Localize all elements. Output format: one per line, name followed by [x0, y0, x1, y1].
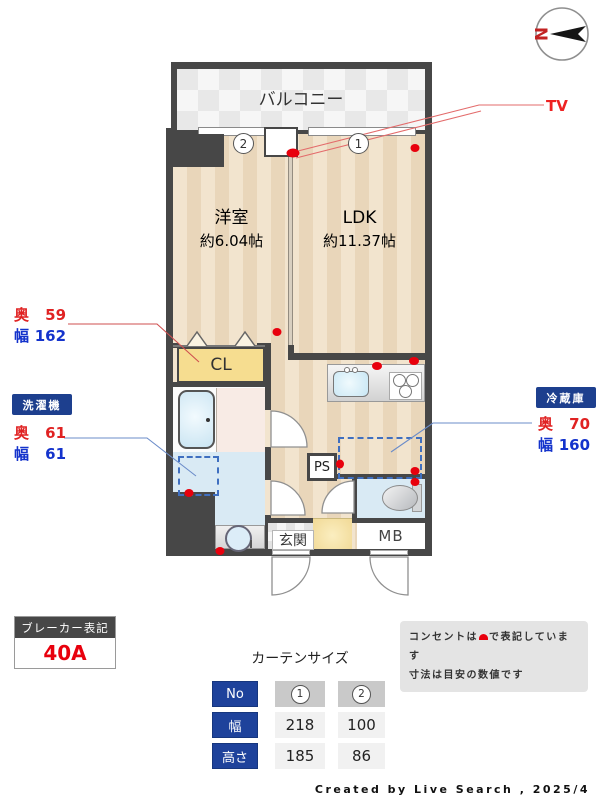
table-cell-width-1: 218 [275, 712, 325, 738]
bathtub-drain-icon [206, 418, 210, 422]
washer-depth-label: 奥 [14, 424, 31, 442]
compass-north-icon: N [530, 7, 589, 61]
tv-label: TV [546, 97, 568, 115]
closet-depth-label: 奥 [14, 306, 31, 324]
room-western-name: 洋室 [214, 208, 249, 228]
circled-number-2: 2 [352, 684, 371, 704]
wall-mb-top [352, 518, 432, 523]
fridge-width-label: 幅 [538, 436, 555, 454]
fridge-depth-value: 70 [569, 415, 591, 433]
kitchen-faucet-icon-2 [352, 367, 358, 373]
washbasin-sink [225, 525, 252, 552]
washing-machine-space [178, 456, 219, 496]
window-1-number: 1 [348, 133, 369, 154]
legend-note: コンセントはで表記しています 寸法は目安の数値です [400, 621, 588, 692]
washer-dimensions: 奥 61 幅 61 [14, 423, 66, 465]
wall-left [166, 128, 173, 556]
refrigerator-space [338, 437, 422, 479]
window-2-number: 2 [233, 133, 254, 154]
room-western-label: 洋室 約6.04帖 [175, 206, 288, 252]
closet-depth-value: 59 [45, 306, 67, 324]
credit-text: Created by Live Search , 2025/4 [314, 783, 590, 796]
compass-letter: N [530, 27, 550, 41]
wall-hall-1 [265, 343, 271, 410]
kitchen-faucet-icon [344, 367, 350, 373]
wall-balcony-left [171, 62, 177, 135]
table-header-height: 高さ [212, 743, 258, 769]
wall-entrance-top [265, 518, 313, 523]
entrance-threshold [272, 550, 310, 555]
fridge-width-value: 160 [558, 436, 591, 454]
wall-top [171, 62, 432, 69]
wall-pillar-topleft [173, 134, 224, 167]
curtain-size-title: カーテンサイズ [251, 651, 349, 667]
legend-note-line1: コンセントはで表記しています [409, 628, 579, 666]
entrance-step [313, 518, 352, 549]
closet-width-value: 162 [34, 327, 67, 345]
wall-hall-2 [265, 447, 271, 480]
washer-width-label: 幅 [14, 445, 31, 463]
pipe-space-box: PS [307, 453, 337, 481]
room-ldk-size: 約11.37帖 [323, 231, 396, 250]
room-ldk-name: LDK [342, 208, 377, 228]
table-row-height: 高さ 185 86 [212, 743, 385, 769]
breaker-title: ブレーカー表記 [15, 617, 115, 638]
outlet-legend-icon [479, 634, 488, 640]
washer-badge: 洗濯機 [12, 394, 72, 415]
wall-pillar-box [264, 127, 298, 157]
toilet [382, 485, 418, 511]
wall-kitchen-step [288, 345, 294, 359]
door-arc-meter-box [369, 556, 409, 596]
mb-threshold [370, 550, 408, 555]
wall-toilet-top [337, 474, 432, 479]
door-arc-entrance [271, 556, 311, 596]
balcony-label: バルコニー [258, 89, 344, 110]
wall-kitchen [288, 353, 425, 360]
room-western-size: 約6.04帖 [199, 231, 264, 250]
partition-western-ldk [288, 157, 293, 345]
washbasin-faucet-icon [250, 540, 252, 548]
closet-width-label: 幅 [14, 327, 31, 345]
wall-right [425, 62, 432, 556]
closet-label: CL [210, 355, 232, 375]
table-cell-height-2: 86 [338, 743, 385, 769]
wall-cl-bottom [166, 382, 271, 387]
table-header-no: No [212, 681, 258, 707]
fridge-badge: 冷蔵庫 [536, 387, 596, 408]
wall-pillar-bottomleft [173, 492, 215, 549]
note-line1-after: で表記しています [409, 632, 570, 662]
note-line1-before: コンセントは [409, 632, 478, 643]
fridge-depth-label: 奥 [538, 415, 555, 433]
table-cell-no-1: 1 [275, 681, 325, 707]
washer-width-value: 61 [45, 445, 67, 463]
breaker-value: 40A [43, 641, 87, 665]
entrance-label: 玄関 [272, 530, 314, 550]
kitchen-sink [333, 371, 369, 397]
bathroom-anteroom-floor [216, 388, 265, 452]
breaker-box: ブレーカー表記 40A [14, 616, 116, 669]
stove-burner-icon-2 [406, 374, 419, 387]
table-row-no: No 1 2 [212, 681, 385, 707]
room-ldk-label: LDK 約11.37帖 [294, 206, 425, 252]
stove-burner-icon-3 [399, 385, 412, 398]
table-row-width: 幅 218 100 [212, 712, 385, 738]
curtain-size-table: No 1 2 幅 218 100 高さ 185 86 [212, 681, 385, 774]
legend-note-line2: 寸法は目安の数値です [409, 670, 524, 681]
table-header-width: 幅 [212, 712, 258, 738]
pipe-space-label: PS [313, 459, 331, 475]
meter-box-area [357, 523, 425, 549]
table-cell-no-2: 2 [338, 681, 385, 707]
washer-depth-value: 61 [45, 424, 67, 442]
table-cell-height-1: 185 [275, 743, 325, 769]
circled-number-1: 1 [290, 684, 310, 704]
meter-box-label: MB [378, 527, 404, 545]
table-cell-width-2: 100 [338, 712, 385, 738]
